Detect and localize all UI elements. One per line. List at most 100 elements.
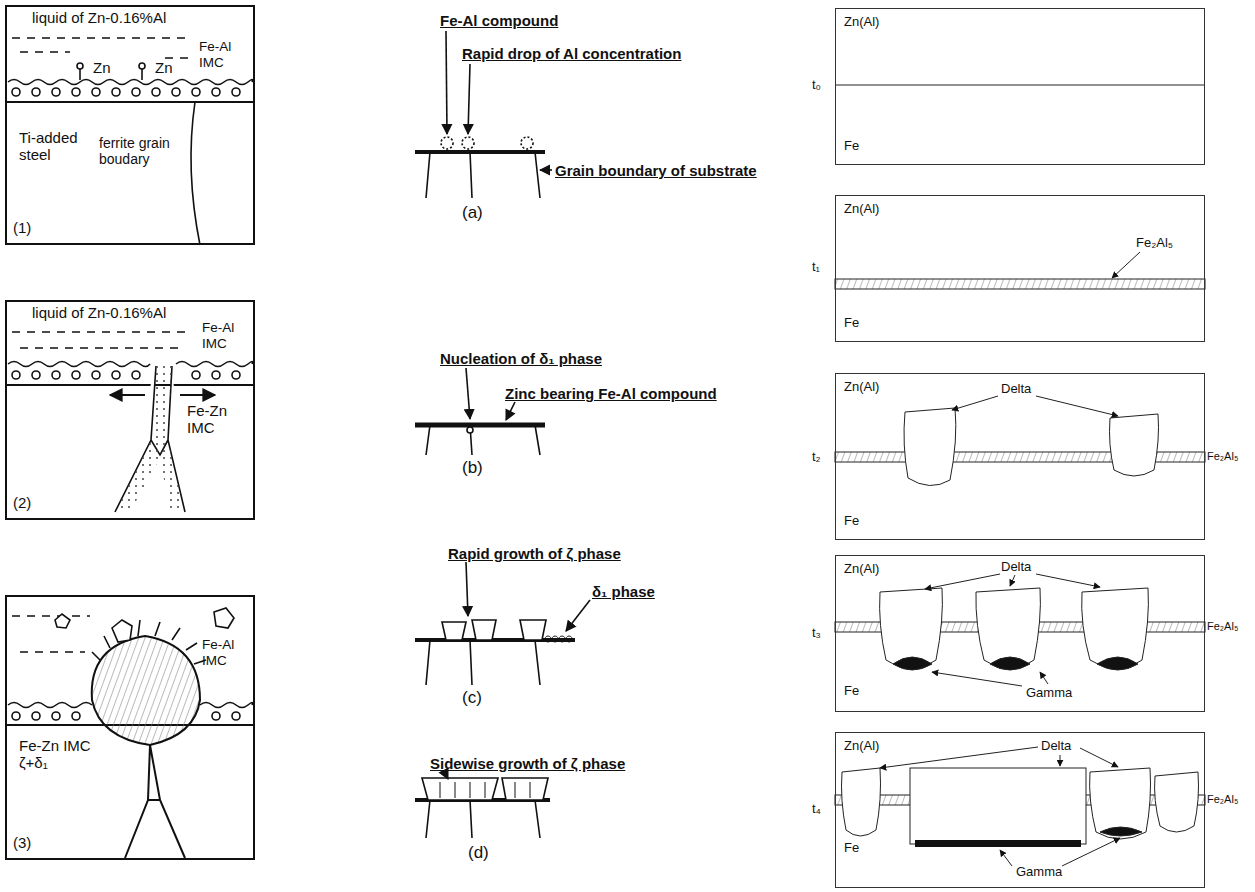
drawing-stroke xyxy=(1110,414,1159,476)
node-text: Fe-Al IMC xyxy=(199,39,259,70)
imc-particle xyxy=(232,88,240,96)
callout-label: Fe₂Al₅ xyxy=(1207,793,1238,806)
drawing-stroke xyxy=(466,562,468,616)
imc-particle xyxy=(232,371,240,379)
imc-particle xyxy=(112,371,120,379)
node-text: Delta xyxy=(1001,382,1031,397)
callout-label: Rapid growth of ζ phase xyxy=(448,545,621,562)
imc-particle xyxy=(232,712,240,720)
drawing-stroke xyxy=(521,137,533,149)
drawing-stroke xyxy=(12,37,185,39)
time-label: t₁ xyxy=(812,260,820,275)
drawing-stroke xyxy=(422,778,548,800)
drawing-stroke xyxy=(566,600,590,631)
node-text: liquid of Zn-0.16%Al xyxy=(32,9,166,26)
node-text: Fe xyxy=(844,316,859,331)
drawing-stroke xyxy=(835,85,1205,86)
time-label: t₂ xyxy=(812,450,821,465)
drawing-stroke xyxy=(1080,748,1118,767)
imc-particle xyxy=(172,88,180,96)
drawing-stroke xyxy=(462,137,474,149)
imc-particle xyxy=(132,88,140,96)
callout-label: Zinc bearing Fe-Al compound xyxy=(505,385,717,402)
drawing-stroke xyxy=(115,366,185,512)
imc-particle xyxy=(212,88,220,96)
right-schematics xyxy=(835,85,1205,866)
drawing-stroke xyxy=(426,152,540,198)
drawing-stroke xyxy=(952,396,998,410)
imc-particle xyxy=(132,371,140,379)
drawing-stroke xyxy=(1036,396,1118,416)
drawing-stroke xyxy=(910,768,1086,844)
imc-particle xyxy=(32,88,40,96)
drawing-stroke xyxy=(125,745,185,858)
node-text: Zn xyxy=(93,59,111,76)
imc-particle xyxy=(192,371,200,379)
drawing-stroke xyxy=(468,64,470,134)
drawing-stroke xyxy=(445,773,448,779)
node-text: Fe xyxy=(844,514,859,529)
stage-panel: Zn(Al)DeltaFe xyxy=(835,373,1205,540)
callout-label: (d) xyxy=(468,843,489,863)
stage-panel: Zn(Al)Fe₂Al₅Fe xyxy=(835,195,1205,342)
drawing-stroke xyxy=(20,51,70,53)
drawing-stroke xyxy=(115,366,185,512)
node-text: Zn(Al) xyxy=(844,562,879,577)
node-text: Fe-Zn IMC xyxy=(187,402,252,437)
imc-particle xyxy=(12,371,20,379)
drawing-stroke xyxy=(880,588,943,668)
drawing-stroke xyxy=(1040,672,1048,684)
callout-label: Rapid drop of Al concentration xyxy=(462,45,681,62)
drawing-stroke xyxy=(415,423,545,428)
drawing-stroke xyxy=(441,137,453,149)
callout-label: Grain boundary of substrate xyxy=(555,162,757,179)
imc-particle xyxy=(212,371,220,379)
imc-particle xyxy=(12,88,20,96)
drawing-stroke xyxy=(446,31,447,134)
drawing-stroke xyxy=(77,63,83,69)
drawing-stroke xyxy=(426,425,540,455)
drawing-stroke xyxy=(1090,768,1151,839)
drawing-stroke xyxy=(1112,252,1140,278)
drawing-stroke xyxy=(1062,838,1120,866)
drawing-stroke xyxy=(426,800,540,838)
drawing-stroke xyxy=(5,384,255,386)
callout-label: (c) xyxy=(462,688,482,708)
drawing-stroke xyxy=(440,782,530,798)
node-text: Fe-Zn IMC ζ+δ₁ xyxy=(19,737,104,772)
sketch-panel: liquid of Zn-0.16%AlFe-Al IMCFe-Zn IMC(2… xyxy=(5,300,255,520)
drawing-stroke xyxy=(932,672,1022,686)
node-text: Fe-Al IMC xyxy=(202,320,260,351)
drawing-stroke xyxy=(467,427,473,433)
imc-particle xyxy=(72,371,80,379)
drawing-stroke xyxy=(5,101,255,103)
imc-layers xyxy=(8,80,253,721)
imc-particle xyxy=(32,712,40,720)
node-text: Gamma xyxy=(1026,686,1072,701)
sketch-panel: Fe-Al IMCFe-Zn IMC ζ+δ₁(3) xyxy=(5,595,255,860)
imc-particle xyxy=(152,88,160,96)
imc-particle xyxy=(112,88,120,96)
stage-panel: Zn(Al)Fe xyxy=(835,8,1205,165)
fe-al-imc-wave xyxy=(8,80,253,85)
drawing-stroke xyxy=(55,614,70,628)
drawing-stroke xyxy=(540,169,552,171)
drawing-stroke xyxy=(191,102,200,245)
imc-particle xyxy=(72,88,80,96)
drawing-stroke xyxy=(20,347,185,349)
drawing-stroke xyxy=(415,150,545,154)
node-text: Fe₂Al₅ xyxy=(1136,236,1173,251)
node-text: Fe-Al IMC xyxy=(202,637,260,668)
drawing-stroke xyxy=(110,394,145,396)
drawing-stroke xyxy=(893,657,1138,670)
stage-panel: Zn(Al)DeltaFeGamma xyxy=(835,555,1205,712)
drawing-stroke xyxy=(842,768,881,836)
node-text: (3) xyxy=(13,834,31,851)
drawing-stroke xyxy=(92,636,200,745)
drawing-stroke xyxy=(904,408,956,486)
stage-panel: Zn(Al)DeltaFeGamma xyxy=(835,732,1205,888)
node-text: (1) xyxy=(13,219,31,236)
node-text: ferrite grain boudary xyxy=(99,135,187,167)
drawing-stroke xyxy=(1000,850,1012,866)
node-text: Zn xyxy=(155,59,173,76)
